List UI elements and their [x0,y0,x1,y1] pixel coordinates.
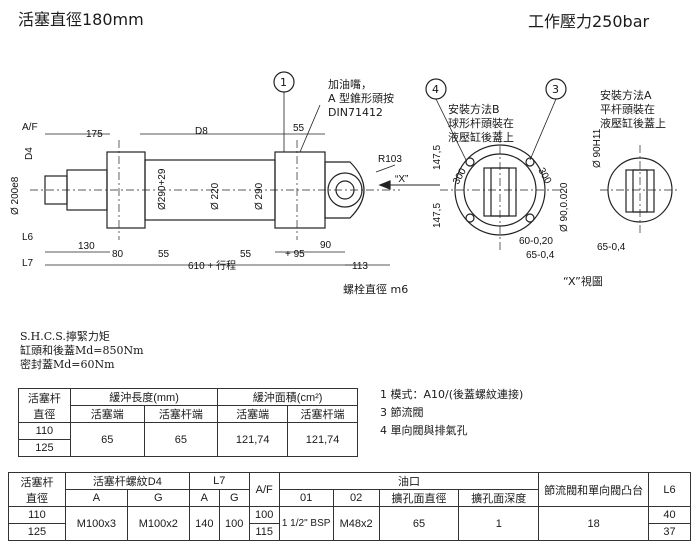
t2-header-oil: 油口 [278,472,540,490]
cushion-table: 活塞杆直徑 緩沖長度(mm) 緩沖面積(cm²) 活塞端 活塞杆端 活塞端 活塞… [18,388,358,457]
t2-l6-125: 37 [647,523,692,541]
dim-175: 175 [86,129,103,140]
dim-dia290: Ø 290 [254,182,265,210]
t2-l7-g: 100 [218,506,250,541]
dim-l6: L6 [22,232,34,243]
t2-port-02: M48x2 [332,506,380,541]
t1-sub-rod-area: 活塞杆端 [287,405,358,423]
callout-circle-1 [273,71,295,93]
t2-header-valve: 節流閥和單向閥凸台 [538,472,649,507]
dim-147-top: 147,5 [432,145,443,170]
t2-header-d4: 活塞杆螺紋D4 [64,472,190,490]
dim-147-bottom: 147,5 [432,203,443,228]
dim-55-left: 55 [158,249,170,260]
arrow-x-label: “X” [395,174,408,185]
note-mounting-a: 安裝方法A 平杆頭裝在 液壓缸後蓋上 [600,89,666,130]
dim-l7: L7 [22,258,34,269]
dim-65-b: 65-0,4 [526,250,555,261]
t2-d4-g: M100x2 [126,506,190,541]
legend-item-4: 4 單向閥與排氣孔 [380,424,468,437]
legend-item-1: 1 模式：A10/(後蓋螺紋連接) [380,388,524,401]
callout-1: 1 [280,76,287,89]
note-oil-nipple: 加油嘴， A 型錐形頭按 DIN71412 [328,78,395,119]
t2-header-l7: L7 [188,472,250,490]
dim-dia220: Ø 220 [210,182,221,210]
legend-item-3: 3 節流閥 [380,406,424,419]
t2-af-110: 100 [248,506,280,524]
t1-rod-110: 110 [18,422,71,440]
t2-sub-cdia: 擴孔面直徑 [378,489,460,507]
t2-valve-boss: 18 [538,506,649,541]
dim-r103: R103 [378,154,402,165]
t2-sub-01: 01 [278,489,334,507]
t2-header-af: A/F [248,472,280,507]
t2-counterbore-depth: 1 [458,506,540,541]
dim-dia90-a: Ø 90H11 [592,128,603,168]
t1-val-rod-area: 121,74 [287,422,358,457]
t2-sub-d4-g: G [126,489,190,507]
note-mounting-b: 安裝方法B 球形杆頭裝在 液壓缸後蓋上 [448,103,514,144]
dim-dia290-top: Ø290+29 [157,168,168,210]
dim-95: + 95 [285,249,305,260]
dim-d4: D4 [24,147,35,160]
t2-counterbore-dia: 65 [378,506,460,541]
t2-sub-l7-g: G [218,489,250,507]
dim-d8: D8 [195,126,208,137]
t2-sub-l7-a: A [188,489,220,507]
dim-80: 80 [112,249,124,260]
t2-d4-a: M100x3 [64,506,128,541]
t2-l6-110: 40 [647,506,692,524]
page-title: 活塞直徑180mm [18,10,144,29]
t2-af-125: 115 [248,523,280,541]
dim-65-a: 65-0,4 [597,242,626,253]
dim-af: A/F [22,122,38,133]
dim-dia90-b: Ø 90,0.020 [559,182,570,232]
t2-sub-cdepth: 擴孔面深度 [458,489,540,507]
t2-l7-a: 140 [188,506,220,541]
dim-dia200: Ø 200e8 [10,176,21,215]
t1-header-length: 緩沖長度(mm) [69,388,219,406]
bolt-label: 螺栓直徑 m6 [343,283,409,296]
t2-header-l6: L6 [647,472,692,507]
dim-610: 610 + 行程 [188,259,236,272]
cylinder-drawing: A/F 175 D8 55 D4 Ø 200e8 Ø290+29 Ø 220 Ø… [10,71,680,272]
t2-rod-110: 110 [8,506,66,524]
callout-3: 3 [552,83,559,96]
view-x-label: “X”視圖 [563,275,603,288]
rear-clevis [324,161,365,219]
dim-90: 90 [320,240,332,251]
t1-val-rod-len: 65 [143,422,219,457]
shcs-note: S.H.C.S.擰緊力矩 缸頭和後蓋Md=850Nm 密封蓋Md=60Nm [20,330,144,371]
t2-sub-02: 02 [332,489,380,507]
dim-113: 113 [352,261,368,272]
t2-sub-d4-a: A [64,489,128,507]
t1-rod-125: 125 [18,439,71,457]
dim-300-right: 300 [535,166,553,186]
t1-header-area: 緩沖面積(cm²) [217,388,358,406]
t1-val-piston-area: 121,74 [217,422,289,457]
dim-130: 130 [78,241,95,252]
end-view-b [454,144,546,236]
working-pressure: 工作壓力250bar [528,12,650,31]
ports-table: 活塞杆直徑 活塞杆螺紋D4 L7 A/F 油口 節流閥和單向閥凸台 L6 A G… [8,472,692,541]
t1-val-piston-len: 65 [69,422,145,457]
dim-60: 60-0,20 [519,236,553,247]
t1-sub-rod-len: 活塞杆端 [143,405,219,423]
t1-sub-piston-len: 活塞端 [69,405,145,423]
dim-55-top: 55 [293,123,305,134]
callout-4: 4 [432,83,439,96]
t2-rod-125: 125 [8,523,66,541]
t2-port-01: 1 1/2" BSP [278,506,334,541]
legend: 1 模式：A10/(後蓋螺紋連接) 3 節流閥 4 單向閥與排氣孔 [380,386,523,440]
t1-sub-piston-area: 活塞端 [217,405,289,423]
dim-300-left: 300 [451,166,469,186]
t1-header-rod: 活塞杆直徑 [18,388,71,423]
t2-header-rod: 活塞杆直徑 [8,472,66,507]
dim-55-right: 55 [240,249,252,260]
